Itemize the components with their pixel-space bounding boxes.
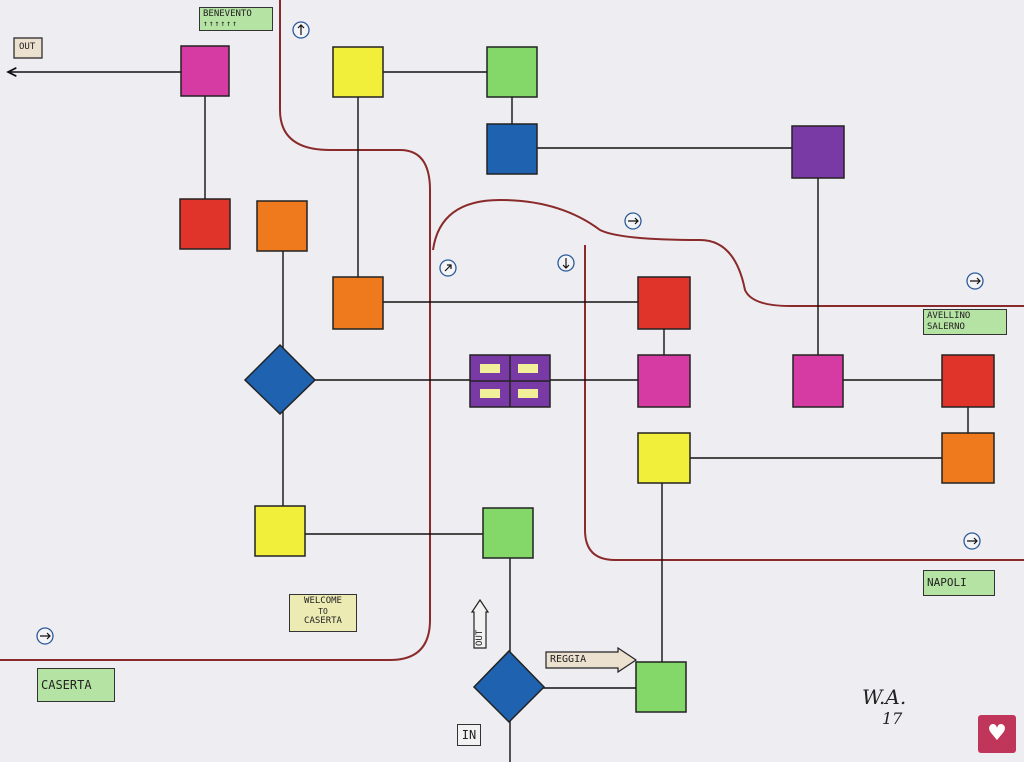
reggia-sign-shape bbox=[545, 646, 638, 674]
signature-initials: W.A. bbox=[862, 685, 907, 709]
artist-signature: W.A. bbox=[862, 686, 906, 708]
road-napoli bbox=[584, 245, 1024, 561]
sign-benevento: BENEVENTO ↑↑↑↑↑↑ bbox=[199, 7, 273, 31]
node-orange-center bbox=[332, 276, 384, 330]
sign-welcome-line2: TO bbox=[318, 607, 328, 616]
node-green-bottom bbox=[482, 507, 534, 559]
node-yellow-center bbox=[637, 432, 691, 484]
node-red-left bbox=[179, 198, 231, 250]
node-blue-diamond-bottom bbox=[472, 649, 546, 724]
sign-salerno-label: SALERNO bbox=[927, 322, 965, 332]
sign-welcome: WELCOME TO CASERTA bbox=[289, 594, 357, 632]
road-lines bbox=[0, 0, 1024, 661]
sign-napoli: NAPOLI bbox=[923, 570, 995, 596]
nodes bbox=[179, 45, 995, 724]
node-magenta-center bbox=[637, 354, 691, 408]
sign-out-left: OUT bbox=[16, 40, 42, 56]
node-orange-left bbox=[256, 200, 308, 252]
signature-year-box: 17 bbox=[882, 710, 902, 728]
road-benevento bbox=[0, 0, 431, 661]
sign-avellino-salerno: AVELLINO SALERNO bbox=[923, 309, 1007, 335]
paint-drop-icon[interactable]: ♥ bbox=[978, 715, 1016, 753]
sign-benevento-label: BENEVENTO bbox=[203, 9, 252, 19]
sign-out-bottom-label: OUT bbox=[475, 629, 485, 646]
sign-reggia-label: REGGIA bbox=[550, 654, 587, 665]
signature-year: 17 bbox=[882, 709, 903, 728]
sign-welcome-line3: CASERTA bbox=[304, 616, 342, 626]
sign-out-bottom: OUT bbox=[474, 614, 486, 646]
node-green-top bbox=[486, 46, 538, 98]
node-yellow-bottom bbox=[254, 505, 306, 557]
node-magenta-right bbox=[792, 354, 844, 408]
node-blue-diamond-left bbox=[243, 343, 317, 416]
sign-in-label: IN bbox=[461, 728, 477, 742]
node-red-farright bbox=[941, 354, 995, 408]
sign-avellino-label: AVELLINO bbox=[927, 311, 971, 321]
sign-caserta: CASERTA bbox=[37, 668, 115, 702]
sign-in: IN bbox=[457, 724, 481, 746]
node-yellow-top bbox=[332, 46, 384, 98]
sign-napoli-label: NAPOLI bbox=[927, 576, 967, 589]
node-blue-top bbox=[486, 123, 538, 175]
sign-benevento-arrows: ↑↑↑↑↑↑ bbox=[203, 19, 238, 28]
out-up-sign-shape bbox=[470, 598, 490, 649]
sign-caserta-label: CASERTA bbox=[41, 678, 92, 692]
road-avellino bbox=[432, 198, 1024, 307]
node-purple-building bbox=[469, 354, 551, 408]
out-left-sign-shape bbox=[13, 37, 43, 59]
node-green-reggia bbox=[635, 661, 687, 713]
sign-welcome-line1: WELCOME bbox=[304, 596, 342, 606]
sign-reggia: REGGIA bbox=[548, 654, 616, 667]
node-red-center bbox=[637, 276, 691, 330]
sign-out-left-label: OUT bbox=[19, 42, 36, 52]
node-magenta-topleft bbox=[180, 45, 230, 97]
node-orange-farright bbox=[941, 432, 995, 484]
node-purple-right bbox=[791, 125, 845, 179]
